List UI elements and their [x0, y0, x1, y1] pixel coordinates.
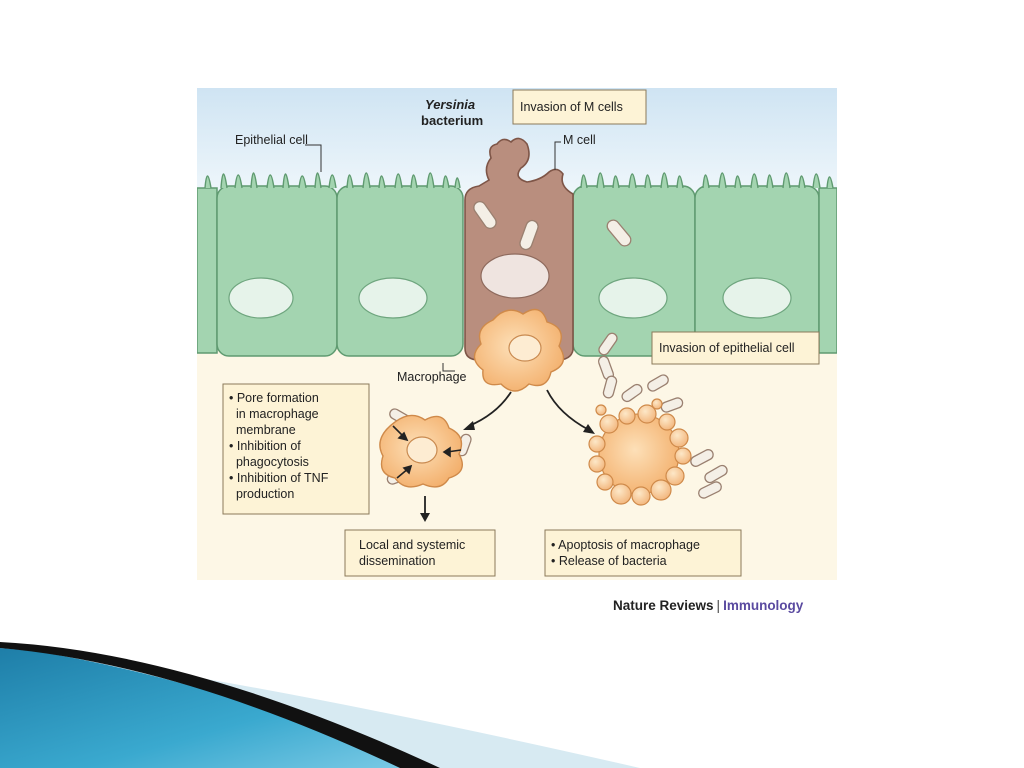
macrophage-pore	[379, 414, 463, 488]
publisher-name: Nature Reviews	[613, 598, 714, 613]
invasion-m-cells-box: Invasion of M cells	[512, 89, 647, 125]
pore-item-1b: in macrophage	[229, 407, 319, 421]
m-cell-label: M cell	[563, 133, 596, 147]
svg-text:Local and systemic: Local and systemic	[359, 538, 465, 552]
teal-wave	[0, 648, 420, 768]
microvilli	[204, 172, 834, 189]
invasion-epithelial-box: Invasion of epithelial cell	[651, 331, 820, 365]
dissemination-box: Local and systemic dissemination	[344, 529, 496, 577]
pore-item-2b: phagocytosis	[229, 455, 309, 469]
leader-lines	[305, 141, 561, 372]
apoptotic-macrophage	[588, 398, 692, 506]
svg-text:Invasion of M cells: Invasion of M cells	[520, 100, 623, 114]
pore-list-box: • Pore formation in macrophage membrane …	[222, 383, 370, 515]
apoptosis-box: • Apoptosis of macrophage • Release of b…	[544, 529, 742, 577]
pore-item-3a: • Inhibition of TNF	[229, 471, 329, 485]
pore-item-3b: production	[229, 487, 294, 501]
epithelial-layer	[197, 185, 837, 357]
pore-item-1c: membrane	[229, 423, 296, 437]
macrophage	[473, 308, 565, 392]
svg-text:Invasion of epithelial cell: Invasion of epithelial cell	[659, 341, 795, 355]
black-wave	[0, 642, 440, 768]
pore-item-1a: • Pore formation	[229, 391, 319, 405]
nuclei	[228, 277, 792, 319]
pore-item-2a: • Inhibition of	[229, 439, 301, 453]
svg-text:dissemination: dissemination	[359, 554, 435, 568]
journal-name: Immunology	[723, 598, 804, 613]
yersinia-label: Yersinia	[425, 97, 475, 112]
macrophage-label: Macrophage	[397, 370, 467, 384]
svg-text:• Release of bacteria: • Release of bacteria	[551, 554, 667, 568]
m-cell	[464, 137, 574, 361]
arrowheads	[420, 421, 595, 522]
yersinia-infection-diagram: Yersinia bacterium Epithelial cell M cel…	[197, 88, 837, 580]
epithelial-cell-label: Epithelial cell	[235, 133, 308, 147]
figure-credit: Nature Reviews|Immunology	[613, 598, 803, 613]
bacterium-label: bacterium	[421, 113, 483, 128]
svg-text:• Apoptosis of macrophage: • Apoptosis of macrophage	[551, 538, 700, 552]
credit-separator: |	[716, 598, 721, 613]
